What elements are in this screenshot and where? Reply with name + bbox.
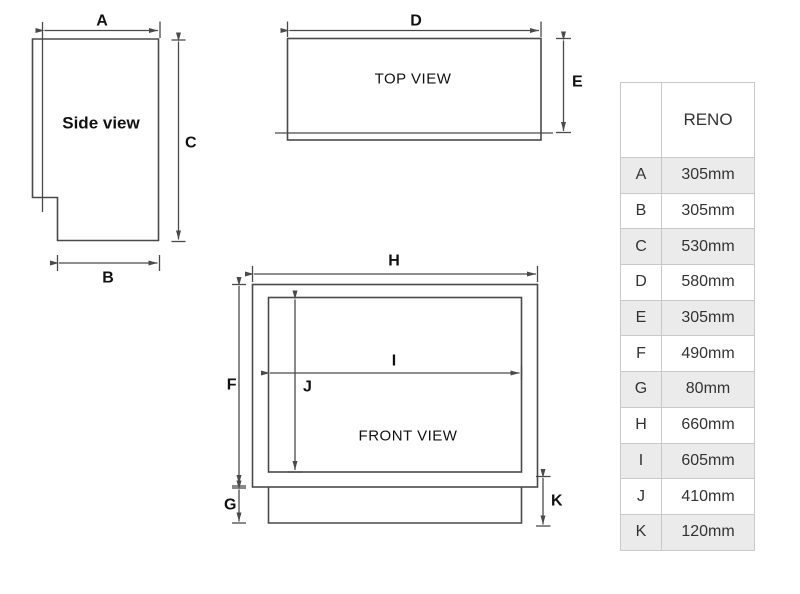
table-row: B 305mm [620,192,755,230]
dim-b-label: B [102,270,114,287]
dim-letter-header-cell [620,82,662,158]
table-row: J 410mm [620,478,755,515]
dim-a-label: A [96,13,108,30]
dim-value-cell: 80mm [661,371,755,408]
dim-c-label: C [185,135,197,152]
table-row: D 580mm [620,264,755,301]
dim-i-label: I [392,353,396,370]
dim-f-label: F [227,377,237,394]
table-row: F 490mm [620,335,755,373]
dim-letter-cell: J [620,478,662,515]
dim-letter-cell: E [620,299,662,337]
dimensions-table: RENO A 305mm B 305mm C 530mm D 580mm E 3 [620,82,755,551]
dim-letter-cell: B [620,192,662,230]
dim-letter-cell: K [620,513,662,551]
dim-g-label: G [224,497,236,514]
dim-letter-cell: I [620,442,662,480]
dim-k-label: K [551,493,563,510]
dim-value-cell: 605mm [661,442,755,480]
front-view-base-outline [267,487,523,524]
top-view-label: TOP VIEW [375,71,452,88]
side-view-label: Side view [62,114,140,133]
front-view-inner-outline [267,296,523,473]
dim-e-label: E [572,74,583,91]
dim-value-cell: 305mm [661,299,755,337]
dim-letter-cell: F [620,335,662,373]
table-row: I 605mm [620,442,755,480]
table-header-row: RENO [620,82,755,158]
table-row: H 660mm [620,406,755,444]
table-row: C 530mm [620,228,755,266]
dim-d-label: D [410,13,422,30]
top-view-drawing: D E TOP VIEW [275,13,583,141]
dim-value-cell: 580mm [661,264,755,301]
front-view-outer-outline [251,283,539,488]
dim-value-cell: 305mm [661,157,755,194]
table-row: A 305mm [620,157,755,194]
side-view-outline [31,38,160,242]
dim-letter-cell: A [620,157,662,194]
dim-value-cell: 530mm [661,228,755,266]
dim-j-label: J [303,379,312,396]
dim-letter-cell: D [620,264,662,301]
model-header-cell: RENO [661,82,755,158]
top-view-outline [286,37,542,141]
front-view-drawing: H F G I J K FRONT VIEW [224,253,563,527]
table-row: K 120mm [620,513,755,551]
dim-value-cell: 410mm [661,478,755,515]
dim-h-label: H [388,253,400,270]
dim-letter-cell: H [620,406,662,444]
front-view-label: FRONT VIEW [359,428,458,445]
dim-value-cell: 490mm [661,335,755,373]
dim-value-cell: 305mm [661,192,755,230]
dim-value-cell: 120mm [661,513,755,551]
table-row: E 305mm [620,299,755,337]
side-view-drawing: A C B Side view [31,13,197,287]
dim-value-cell: 660mm [661,406,755,444]
dim-letter-cell: G [620,371,662,408]
dim-letter-cell: C [620,228,662,266]
table-row: G 80mm [620,371,755,408]
